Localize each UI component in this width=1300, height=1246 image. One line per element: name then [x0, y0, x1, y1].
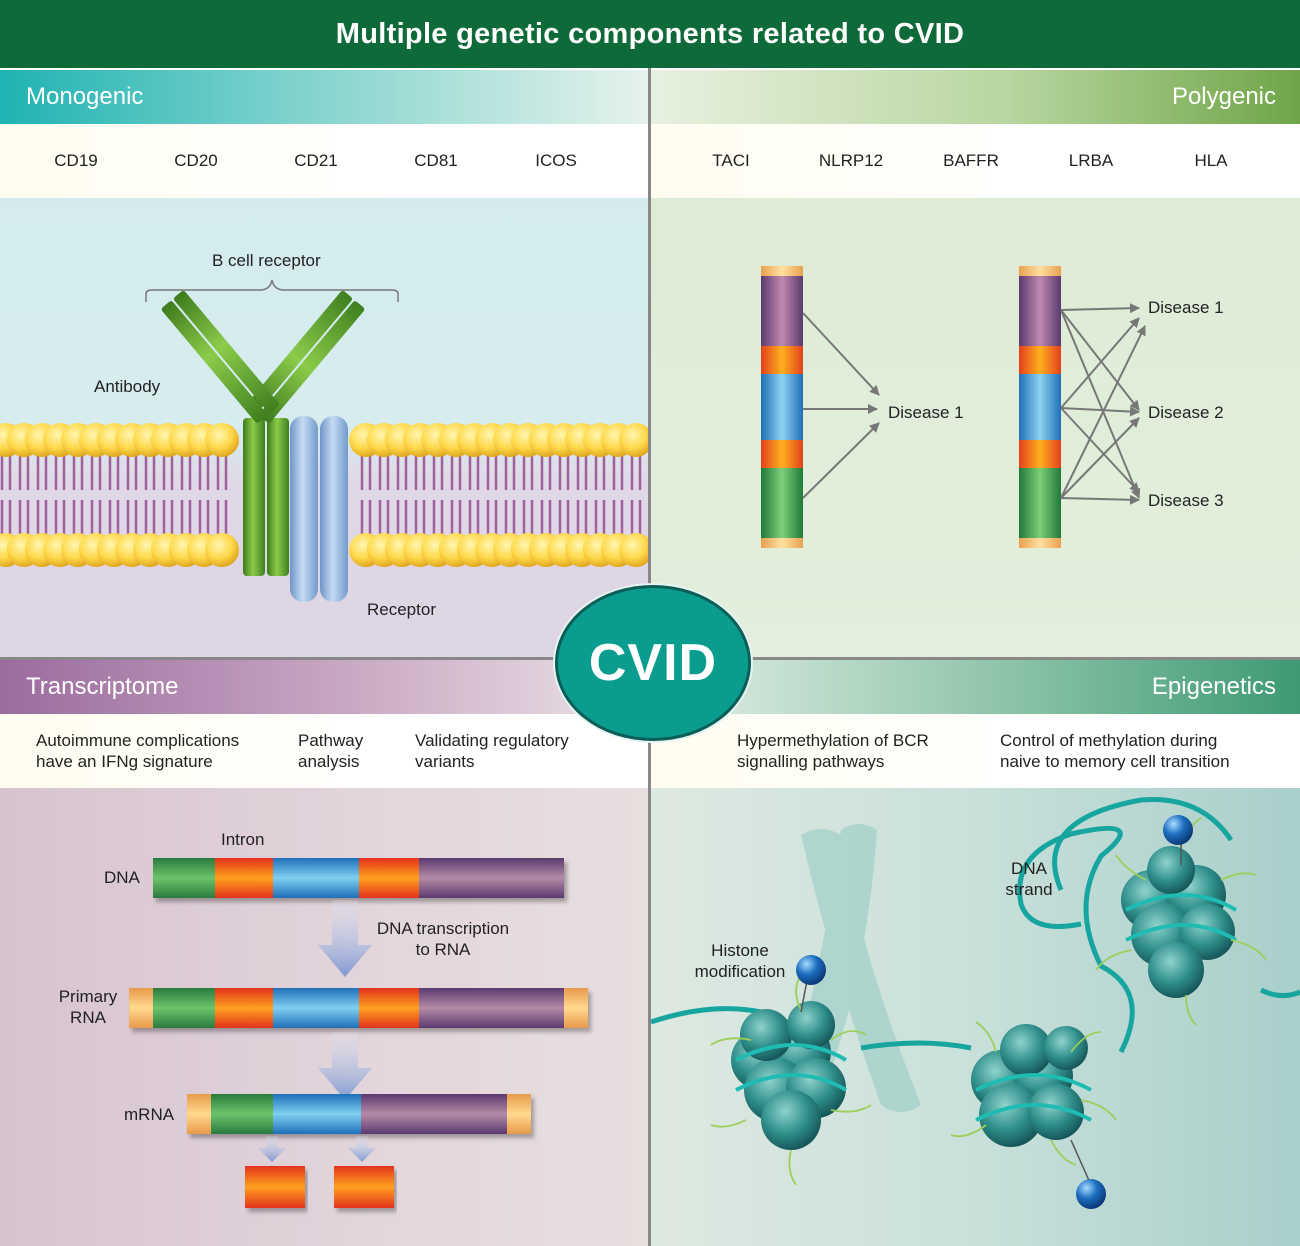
- transcription-arrow: [318, 900, 372, 977]
- monogenic-header: Monogenic: [0, 70, 648, 124]
- gene-label: ICOS: [535, 151, 577, 170]
- disease-label: Disease 1: [1148, 298, 1224, 317]
- dna-strand: [651, 825, 1300, 1054]
- primary-rna-bar: [129, 988, 588, 1028]
- gene-label: CD19: [54, 151, 98, 170]
- antibody-label: Antibody: [94, 377, 161, 396]
- lipid-head: [205, 533, 239, 567]
- histone-tails: [710, 817, 1267, 1186]
- methyl-group-icon: [1070, 1139, 1106, 1209]
- primary-rna-label: Primary RNA: [58, 987, 118, 1027]
- dna-bar: [153, 858, 564, 898]
- lipid-head: [619, 533, 648, 567]
- gene-label: HLA: [1194, 151, 1228, 170]
- epigenetics-note: Hypermethylation of BCR signalling pathw…: [737, 731, 929, 771]
- transcription-illustration: [129, 858, 588, 1208]
- antibody-left-arm: [247, 290, 365, 423]
- lipid-heads: [0, 423, 648, 567]
- antibody-right-arm: [161, 290, 279, 423]
- excised-intron: [245, 1166, 305, 1208]
- arrows-to-disease: [802, 312, 880, 499]
- dna-strand-label: DNA strand: [1005, 859, 1053, 899]
- methyl-group-icon: [1163, 815, 1193, 865]
- gene-label: BAFFR: [943, 151, 999, 170]
- transcription-label: DNA transcription to RNA: [376, 919, 510, 959]
- bcr-label: B cell receptor: [212, 251, 321, 270]
- methyl-group-icon: [796, 955, 826, 1013]
- epigenetics-header: Epigenetics: [651, 660, 1300, 714]
- monogenic-gene-row: CD19 CD20 CD21 CD81 ICOS: [0, 124, 648, 198]
- disease-label: Disease 1: [888, 403, 964, 422]
- polygenic-header: Polygenic: [651, 70, 1300, 124]
- polygenic-gene-row: TACI NLRP12 BAFFR LRBA HLA: [651, 124, 1300, 198]
- transcriptome-header-label: Transcriptome: [26, 673, 179, 700]
- epigenetics-notes-row: Hypermethylation of BCR signalling pathw…: [651, 714, 1300, 788]
- gene-label: NLRP12: [818, 151, 884, 170]
- mrna-label: mRNA: [124, 1105, 175, 1124]
- small-arrow: [348, 1136, 376, 1162]
- small-arrow: [258, 1136, 286, 1162]
- cvid-label: CVID: [588, 634, 718, 692]
- gene-label: CD21: [294, 151, 338, 170]
- epigenetics-header-label: Epigenetics: [1151, 673, 1276, 700]
- transcriptome-notes-row: Autoimmune complications have an IFNg si…: [0, 714, 648, 788]
- transcriptome-note: Autoimmune complications have an IFNg si…: [36, 731, 240, 771]
- excised-intron: [334, 1166, 394, 1208]
- transcriptome-note: Validating regulatory variants: [415, 731, 569, 771]
- epigenetics-note: Control of methylation during naive to m…: [1000, 731, 1230, 771]
- gene-label: CD81: [414, 151, 458, 170]
- gene-column-right: [1019, 266, 1061, 548]
- receptor-label: Receptor: [367, 600, 436, 619]
- disease-label: Disease 2: [1148, 403, 1224, 422]
- lipid-head: [205, 423, 239, 457]
- antibody-stem: [243, 418, 265, 576]
- lipid-tails: [0, 452, 642, 538]
- intron-label: Intron: [221, 830, 265, 849]
- epigenetics-illustration: [651, 797, 1300, 1209]
- histone-label: Histone modification: [694, 941, 786, 981]
- polygenic-header-label: Polygenic: [1171, 83, 1276, 110]
- mrna-bar: [187, 1094, 531, 1134]
- gene-column-left: [761, 266, 803, 548]
- arrows-to-diseases: [1060, 303, 1146, 505]
- membrane-illustration: [0, 279, 648, 602]
- main-title: Multiple genetic components related to C…: [0, 0, 1300, 68]
- cvid-center-badge: CVID: [555, 585, 751, 741]
- nucleosome: [1121, 846, 1238, 998]
- transcriptome-header: Transcriptome: [0, 660, 648, 714]
- gene-label: CD20: [174, 151, 218, 170]
- dna-strand-loop: [1052, 797, 1234, 891]
- lipid-head: [619, 423, 648, 457]
- receptor-chain: [320, 416, 348, 602]
- antibody-stem: [267, 418, 289, 576]
- disease-label: Disease 3: [1148, 491, 1224, 510]
- polygenic-illustration: [761, 266, 1146, 548]
- nucleosome: [971, 1024, 1092, 1147]
- gene-label: TACI: [712, 151, 750, 170]
- gene-label: LRBA: [1068, 151, 1114, 170]
- dna-label: DNA: [104, 868, 140, 887]
- splicing-arrow: [318, 1032, 372, 1100]
- receptor-chain: [290, 416, 318, 602]
- monogenic-header-label: Monogenic: [26, 83, 144, 110]
- bcr-bracket: [145, 279, 399, 302]
- transcriptome-note: Pathway analysis: [298, 731, 364, 771]
- nucleosome: [731, 1001, 848, 1150]
